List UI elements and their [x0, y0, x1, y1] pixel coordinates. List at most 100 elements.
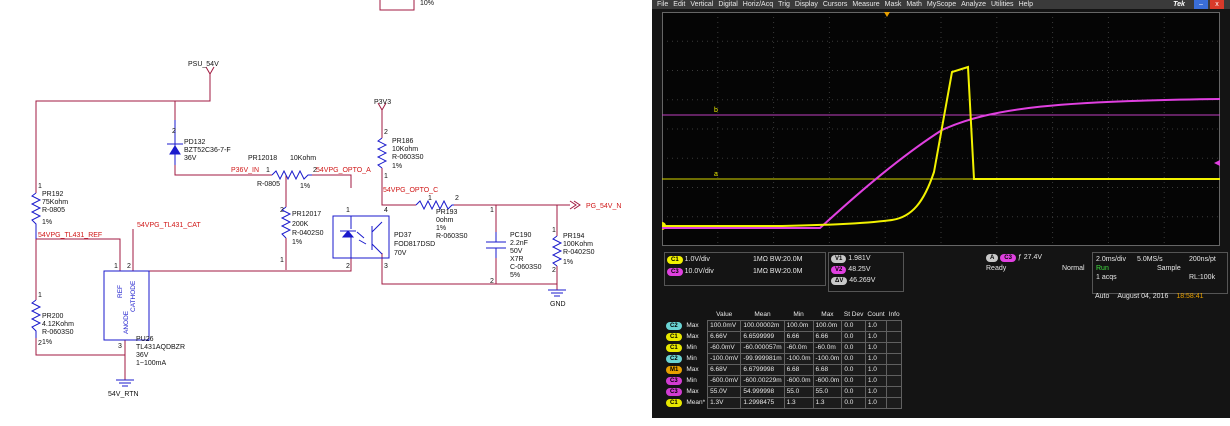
- pu26-ref: PU26: [136, 336, 154, 343]
- menu-item-display[interactable]: Display: [794, 1, 818, 8]
- menu-item-horiz-acq[interactable]: Horiz/Acq: [742, 1, 774, 8]
- meas-stdev: 0.0: [841, 364, 866, 376]
- pin-num: 1: [38, 292, 42, 299]
- trigger-level-marker[interactable]: [1214, 160, 1220, 166]
- menu-item-utilities[interactable]: Utilities: [991, 1, 1014, 8]
- meas-stdev: 0.0: [841, 331, 866, 343]
- meas-min: 1.3: [783, 397, 814, 409]
- pr12018-tol: 1%: [300, 183, 310, 190]
- meas-type: Min: [686, 377, 697, 384]
- menu-item-vertical[interactable]: Vertical: [690, 1, 714, 8]
- pr12017-pkg: R-0402S0: [292, 230, 324, 237]
- meas-min: -60.0m: [783, 342, 814, 354]
- ch3-bandwidth: BW:20.0M: [769, 268, 803, 275]
- minimize-button[interactable]: –: [1194, 0, 1208, 9]
- pc190-pkg: C-0603S0: [510, 264, 542, 271]
- top-tol-label: 10%: [420, 0, 434, 7]
- pin-num: 1: [266, 167, 270, 174]
- pr186-ref: PR186: [392, 138, 414, 145]
- meas-info: [886, 320, 903, 332]
- meas-type: Max: [686, 366, 699, 373]
- menu-item-edit[interactable]: Edit: [673, 1, 686, 8]
- pr12017-ref: PR12017: [292, 211, 321, 218]
- meas-info: [886, 331, 903, 343]
- trigger-position-marker[interactable]: [884, 12, 890, 17]
- menu-item-digital[interactable]: Digital: [718, 1, 738, 8]
- p3v3-net-label: P3V3: [374, 99, 391, 106]
- meas-header: St Dev: [843, 311, 864, 318]
- pr194-val: 100Kohm: [563, 241, 593, 248]
- cursor-a-marker: a: [714, 171, 718, 178]
- meas-stdev: 0.0: [841, 342, 866, 354]
- record-length: RL:100k: [1189, 274, 1216, 281]
- menu-item-measure[interactable]: Measure: [852, 1, 880, 8]
- pr192-ref: PR192: [42, 191, 64, 198]
- ch3-scale: 10.0V/div: [684, 268, 714, 275]
- trigger-state: Ready: [986, 265, 1007, 272]
- pc190-val: 2.2nF: [510, 240, 528, 247]
- run-status[interactable]: Run: [1096, 265, 1109, 272]
- meas-mean: 6.6599999: [740, 331, 785, 343]
- meas-min: 6.66: [783, 331, 814, 343]
- pin-num: 2: [346, 263, 350, 270]
- meas-max: 55.0: [812, 386, 843, 398]
- pin-num: 1: [428, 195, 432, 202]
- ch1-badge[interactable]: C1: [667, 256, 683, 264]
- meas-type: Min: [686, 344, 697, 351]
- meas-min: -100.0m: [783, 353, 814, 365]
- meas-value: 6.68V: [707, 364, 742, 376]
- meas-header: Min: [793, 311, 804, 318]
- trigger-slope-icon: ƒ: [1017, 254, 1022, 261]
- pr200-ref: PR200: [42, 313, 64, 320]
- menu-item-myscope[interactable]: MyScope: [926, 1, 957, 8]
- pin-num: 1: [384, 173, 388, 180]
- horizontal-readout-panel: 2.0ms/div 5.0MS/s 200ns/pt Run Sample 1 …: [1092, 252, 1228, 294]
- meas-type: Max: [686, 322, 699, 329]
- pr194-pkg: R-0402S0: [563, 249, 595, 256]
- cursor-readout-panel: V1 1.981V V2 48.25V ΔV 46.269V: [828, 252, 904, 292]
- pin-num: 3: [118, 343, 122, 350]
- menu-item-file[interactable]: File: [657, 1, 669, 8]
- v2-value: 48.25V: [848, 266, 871, 273]
- pu26-part: TL431AQDBZR: [136, 344, 185, 351]
- meas-max: -600.0m: [812, 375, 843, 387]
- menu-item-mask[interactable]: Mask: [884, 1, 902, 8]
- pr186-tol: 1%: [392, 163, 402, 170]
- gnd-label: GND: [550, 301, 566, 308]
- pin-num: 2: [552, 267, 556, 274]
- menu-item-cursors[interactable]: Cursors: [822, 1, 848, 8]
- pin-num: 1: [114, 263, 118, 270]
- date-label: August 04, 2016: [1117, 293, 1169, 300]
- meas-count: 1.0: [864, 364, 888, 376]
- v1-badge: V1: [831, 255, 847, 263]
- meas-max: -100.0m: [812, 353, 843, 365]
- delta-v-value: 46.269V: [849, 277, 876, 284]
- pd132-val: 36V: [184, 155, 197, 162]
- pr12017-tol: 1%: [292, 239, 302, 246]
- graticule-border: [662, 12, 1220, 246]
- v2-badge: V2: [831, 266, 847, 274]
- menu-item-math[interactable]: Math: [906, 1, 922, 8]
- menu-item-help[interactable]: Help: [1018, 1, 1033, 8]
- pr193-ref: PR193: [436, 209, 458, 216]
- oscilloscope-window: File Edit Vertical Digital Horiz/Acq Trig Disp…: [652, 0, 1230, 418]
- meas-max: 1.3: [812, 397, 843, 409]
- ch3-badge[interactable]: C3: [667, 268, 683, 276]
- pd37-val: 70V: [394, 250, 407, 257]
- menu-item-trig[interactable]: Trig: [778, 1, 790, 8]
- meas-header: Max: [821, 311, 834, 318]
- close-button[interactable]: x: [1210, 0, 1224, 9]
- pin-num: 2: [172, 128, 176, 135]
- menu-item-analyze[interactable]: Analyze: [961, 1, 986, 8]
- pu26-pin-anode: ANODE: [123, 310, 130, 334]
- time-resolution: 200ns/pt: [1189, 256, 1216, 263]
- pin-num: 2: [490, 278, 494, 285]
- meas-value: 1.3V: [707, 397, 742, 409]
- meas-max: -60.0m: [812, 342, 843, 354]
- pr193-val: 0ohm: [436, 217, 454, 224]
- meas-mean: 54.999998: [740, 386, 785, 398]
